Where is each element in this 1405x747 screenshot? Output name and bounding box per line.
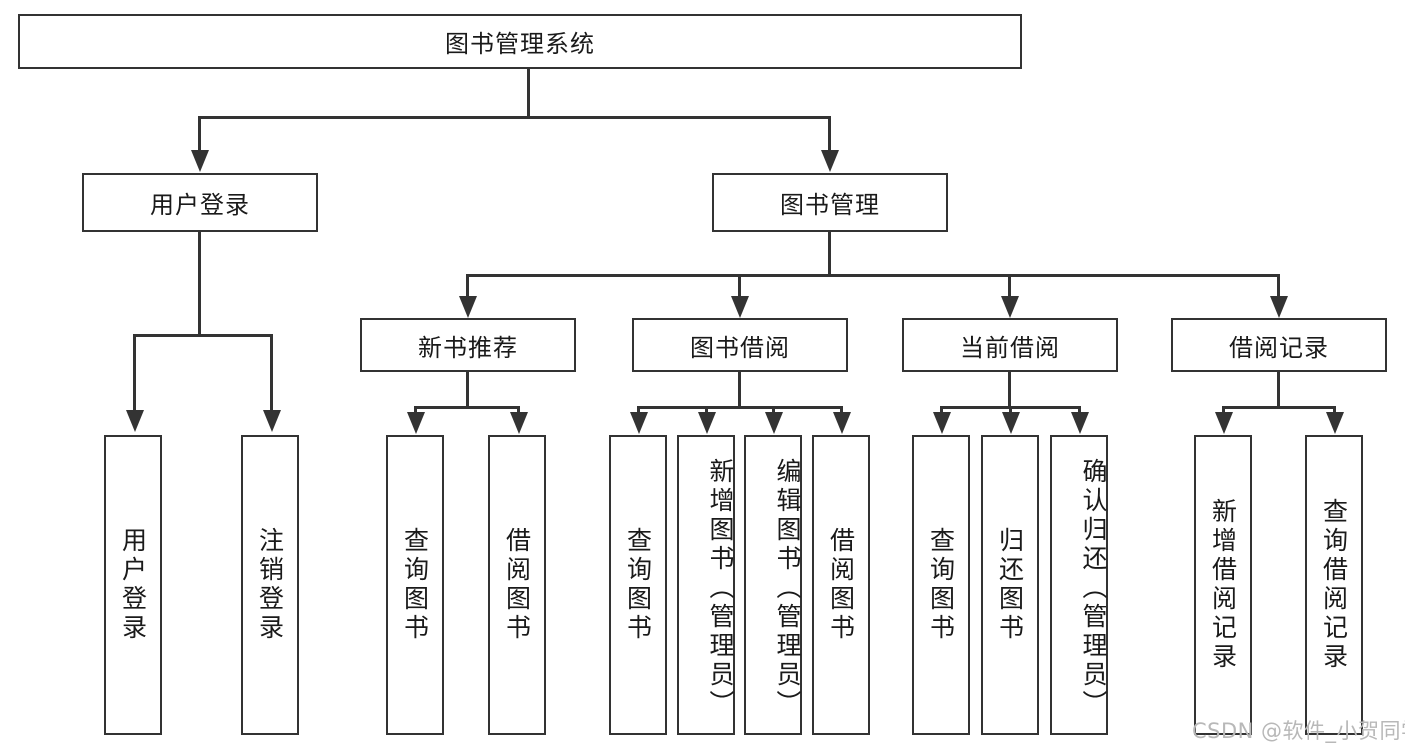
arrowhead-bb-leaf1	[629, 412, 648, 434]
edge-stem-borrow-record	[1277, 372, 1280, 408]
node-book-manage[interactable]: 图书管理	[712, 173, 948, 232]
node-label: 新增图书（管理员）	[706, 457, 735, 719]
node-label: 查询借阅记录	[1319, 498, 1349, 672]
csdn-watermark: CSDN @软件_小贺同学	[1192, 719, 1405, 743]
edge-stem-book-borrow	[738, 372, 741, 408]
node-leaf-query-record[interactable]: 查询借阅记录	[1305, 435, 1363, 735]
edge-root-stem	[527, 69, 530, 117]
node-label: 图书管理系统	[445, 30, 595, 58]
node-borrow-record[interactable]: 借阅记录	[1171, 318, 1387, 372]
arrowhead-book-manage	[820, 150, 839, 172]
edge-stem-new-book	[466, 372, 469, 408]
arrowhead-cb-leaf2	[1001, 412, 1020, 434]
node-label: 编辑图书（管理员）	[773, 457, 802, 719]
node-label: 借阅记录	[1229, 333, 1329, 362]
arrowhead-new-book	[458, 296, 477, 318]
node-label: 图书管理	[780, 191, 880, 219]
node-new-book-recommend[interactable]: 新书推荐	[360, 318, 576, 372]
arrowhead-leaf-logout	[262, 410, 281, 432]
node-leaf-edit-book[interactable]: 编辑图书（管理员）	[744, 435, 802, 735]
edge-bus-borrow-record	[1222, 406, 1336, 409]
arrowhead-leaf-user-login	[125, 410, 144, 432]
arrowhead-cb-leaf3	[1070, 412, 1089, 434]
arrowhead-current-borrow	[1000, 296, 1019, 318]
arrowhead-user-login	[190, 150, 209, 172]
node-label: 借阅图书	[826, 527, 856, 643]
node-label: 确认归还（管理员）	[1079, 457, 1108, 719]
edge-stem-user-login	[198, 232, 201, 336]
edge-drop-book-borrow	[738, 274, 741, 298]
edge-bus-book-borrow	[637, 406, 843, 409]
arrowhead-br-leaf1	[1214, 412, 1233, 434]
node-leaf-logout[interactable]: 注销登录	[241, 435, 299, 735]
arrowhead-cb-leaf1	[932, 412, 951, 434]
node-leaf-add-record[interactable]: 新增借阅记录	[1194, 435, 1252, 735]
node-label: 新书推荐	[418, 333, 518, 362]
arrowhead-bb-leaf4	[832, 412, 851, 434]
node-leaf-borrow-book-1[interactable]: 借阅图书	[488, 435, 546, 735]
node-user-login[interactable]: 用户登录	[82, 173, 318, 232]
node-leaf-return-book[interactable]: 归还图书	[981, 435, 1039, 735]
edge-drop-new-book	[466, 274, 469, 298]
edge-stem-current-borrow	[1008, 372, 1011, 408]
edge-drop-leaf-user-login	[133, 334, 136, 412]
node-leaf-query-book-1[interactable]: 查询图书	[386, 435, 444, 735]
edge-drop-leaf-logout	[270, 334, 273, 412]
edge-stem-book-manage	[828, 232, 831, 276]
arrowhead-nb-leaf1	[406, 412, 425, 434]
arrowhead-nb-leaf2	[509, 412, 528, 434]
edge-drop-user-login	[198, 116, 201, 152]
node-label: 图书借阅	[690, 333, 790, 362]
edge-bus-new-book	[414, 406, 520, 409]
node-leaf-add-book[interactable]: 新增图书（管理员）	[677, 435, 735, 735]
node-current-borrow[interactable]: 当前借阅	[902, 318, 1118, 372]
edge-drop-book-manage	[828, 116, 831, 152]
arrowhead-borrow-record	[1269, 296, 1288, 318]
node-label: 新增借阅记录	[1208, 498, 1238, 672]
node-leaf-user-login[interactable]: 用户登录	[104, 435, 162, 735]
node-leaf-query-book-2[interactable]: 查询图书	[609, 435, 667, 735]
node-label: 注销登录	[255, 527, 285, 643]
node-label: 用户登录	[118, 527, 148, 643]
edge-bus-level1	[198, 116, 830, 119]
node-leaf-query-book-3[interactable]: 查询图书	[912, 435, 970, 735]
node-root-system[interactable]: 图书管理系统	[18, 14, 1022, 69]
edge-drop-borrow-record	[1277, 274, 1280, 298]
edge-bus-user-login	[133, 334, 270, 337]
node-leaf-confirm-return[interactable]: 确认归还（管理员）	[1050, 435, 1108, 735]
node-label: 当前借阅	[960, 333, 1060, 362]
node-label: 用户登录	[150, 191, 250, 219]
arrowhead-br-leaf2	[1325, 412, 1344, 434]
edge-drop-current-borrow	[1008, 274, 1011, 298]
node-label: 查询图书	[926, 527, 956, 643]
node-label: 查询图书	[400, 527, 430, 643]
node-label: 借阅图书	[502, 527, 532, 643]
arrowhead-bb-leaf3	[764, 412, 783, 434]
edge-bus-book-manage	[466, 274, 1280, 277]
node-book-borrow[interactable]: 图书借阅	[632, 318, 848, 372]
node-leaf-borrow-book-2[interactable]: 借阅图书	[812, 435, 870, 735]
arrowhead-bb-leaf2	[697, 412, 716, 434]
arrowhead-book-borrow	[730, 296, 749, 318]
node-label: 查询图书	[623, 527, 653, 643]
node-label: 归还图书	[995, 527, 1025, 643]
